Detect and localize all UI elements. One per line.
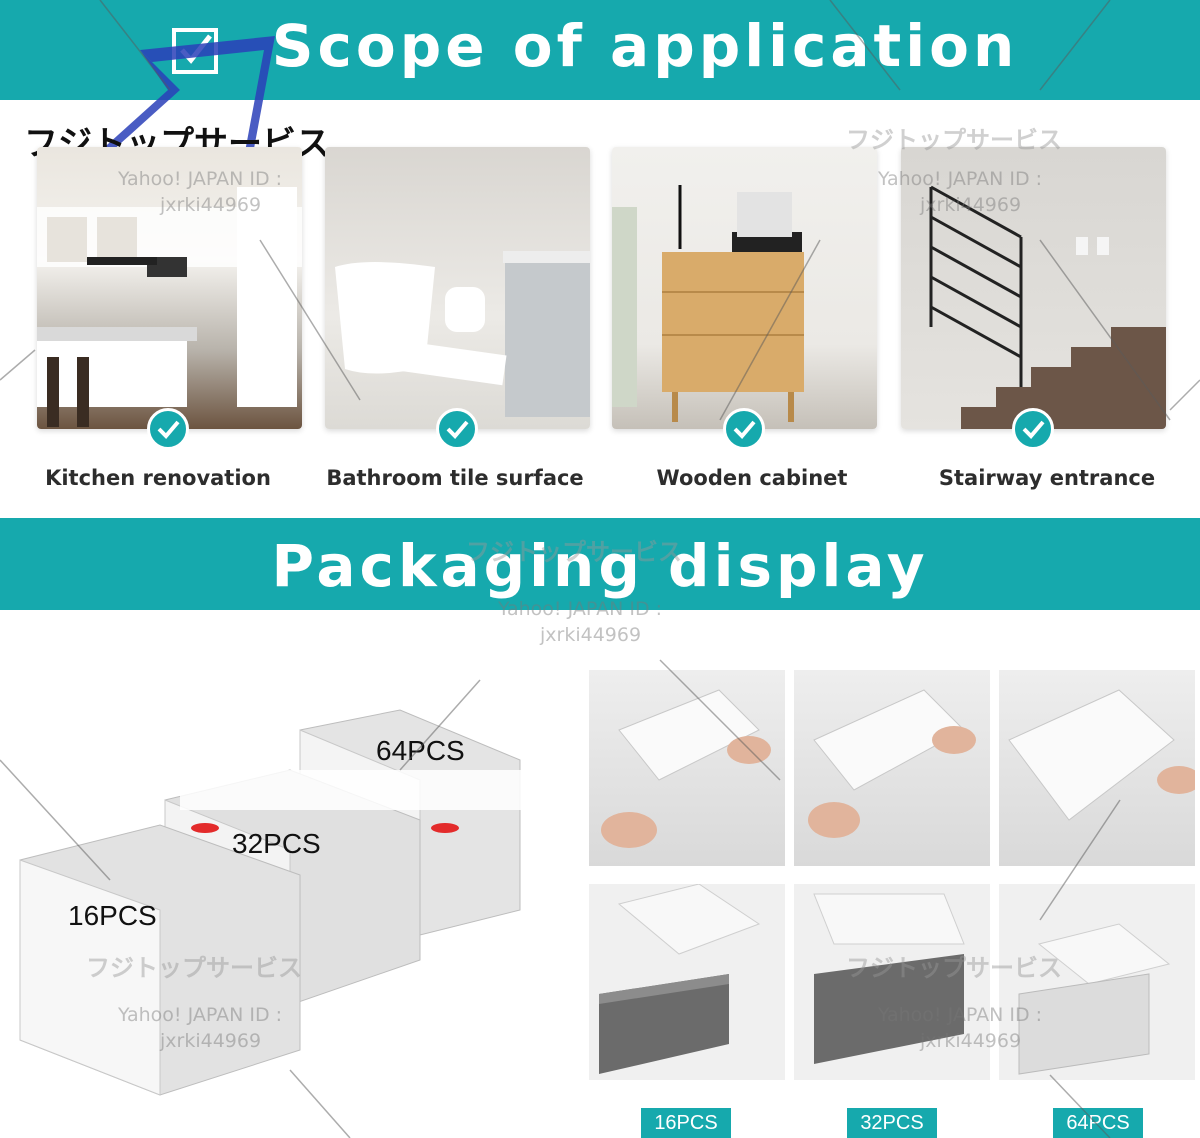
caption-stairway: Stairway entrance <box>938 466 1156 490</box>
check-icon <box>723 408 765 450</box>
watermark-id-value: jxrki44969 <box>920 1030 1022 1052</box>
check-icon <box>1012 408 1054 450</box>
watermark-id-label: Yahoo! JAPAN ID : <box>878 1004 1043 1026</box>
watermark-shop: フジトップサービス <box>466 538 682 566</box>
packaging-banner: Packaging display <box>0 518 1200 610</box>
check-icon <box>147 408 189 450</box>
open-box-photo-32 <box>794 884 990 1080</box>
count-badge-32: 32PCS <box>847 1108 937 1138</box>
check-icon <box>436 408 478 450</box>
box-label-32: 32PCS <box>232 828 321 859</box>
watermark-id-value: jxrki44969 <box>920 194 1022 216</box>
count-badge-64: 64PCS <box>1053 1108 1143 1138</box>
watermark-id-value: jxrki44969 <box>540 624 642 646</box>
bathroom-photo <box>325 147 590 429</box>
cabinet-photo <box>612 147 877 429</box>
count-badge-16: 16PCS <box>641 1108 731 1138</box>
watermark-shop: フジトップサービス <box>846 954 1062 982</box>
caption-kitchen: Kitchen renovation <box>45 466 271 490</box>
caption-cabinet: Wooden cabinet <box>656 466 848 490</box>
boxes-illustration <box>19 709 560 1096</box>
box-label-16: 16PCS <box>68 900 157 931</box>
caption-bathroom: Bathroom tile surface <box>326 466 584 490</box>
open-box-photo-64 <box>999 884 1195 1080</box>
watermark-shop: フジトップサービス <box>846 126 1062 154</box>
watermark-id-value: jxrki44969 <box>160 1030 262 1052</box>
watermark-shop: フジトップサービス <box>86 954 302 982</box>
box-label-64: 64PCS <box>376 735 465 766</box>
hands-box-photo-3 <box>999 670 1195 866</box>
watermark-id-label: Yahoo! JAPAN ID : <box>878 168 1043 190</box>
scope-banner: Scope of application <box>0 0 1200 100</box>
watermark-id-label: Yahoo! JAPAN ID : <box>118 168 283 190</box>
hands-box-photo-2 <box>794 670 990 866</box>
packaging-title: Packaging display <box>271 532 929 600</box>
watermark-id-label: Yahoo! JAPAN ID : <box>498 598 663 620</box>
scope-title: Scope of application <box>271 12 1019 80</box>
open-box-photo-16 <box>589 884 785 1080</box>
watermark-id-label: Yahoo! JAPAN ID : <box>118 1004 283 1026</box>
hands-box-photo-1 <box>589 670 785 866</box>
watermark-id-value: jxrki44969 <box>160 194 262 216</box>
